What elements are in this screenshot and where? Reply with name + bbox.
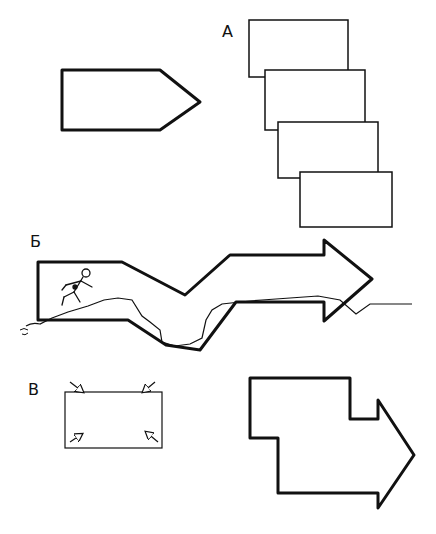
terrain-scribble [20,329,28,335]
stick-figure [62,269,92,305]
stepped-arrow [250,378,414,508]
target-frame [65,392,162,448]
inward-arrows [70,382,158,442]
pentagon-arrow [62,70,200,130]
zigzag-arrow [38,240,372,350]
terrain-line [26,296,412,346]
section-letter: Б [30,234,41,250]
section-letter: А [222,24,233,40]
stacked-cards [249,20,392,227]
section-letter: В [28,382,39,398]
